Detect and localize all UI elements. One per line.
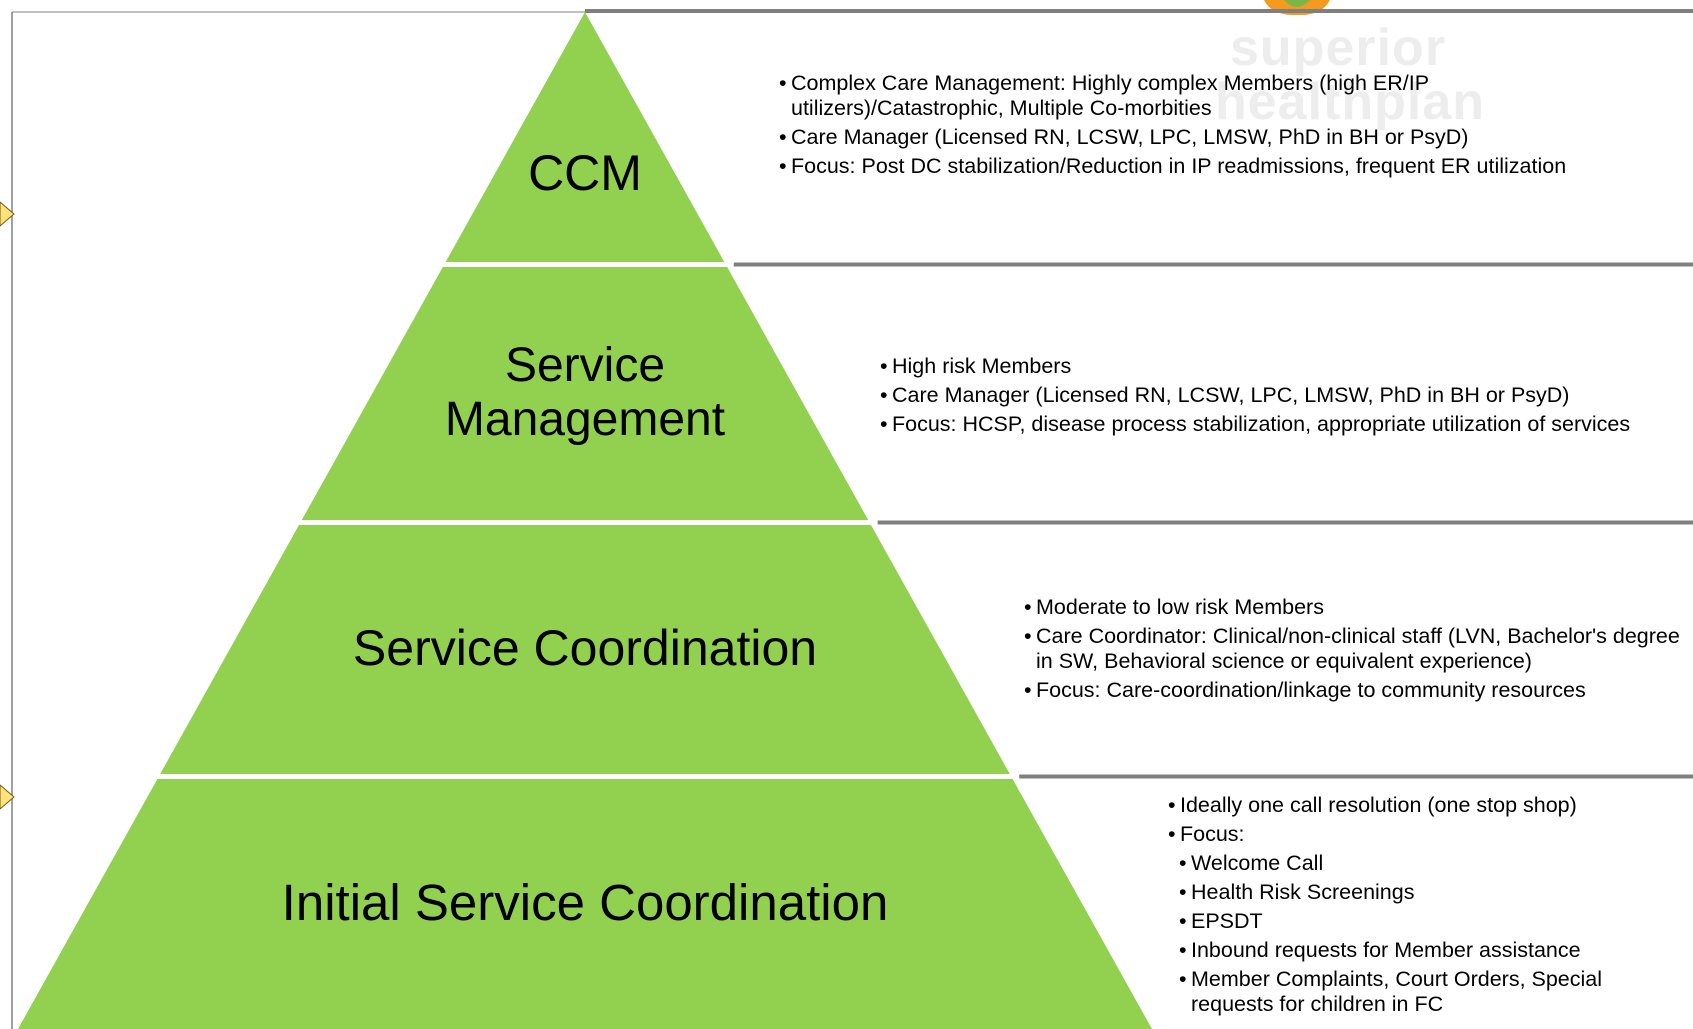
bullet-item: High risk Members (880, 354, 1680, 379)
tier-service-management-shape (301, 267, 869, 520)
bullet-item: Focus: HCSP, disease process stabilizati… (880, 412, 1680, 437)
bullet-item: Care Coordinator: Clinical/non-clinical … (1024, 624, 1684, 674)
tier-service-management-bullets: High risk MembersCare Manager (Licensed … (880, 354, 1680, 441)
tier-label-line: Management (444, 392, 726, 446)
tier-ccm-bullets: Complex Care Management: Highly complex … (779, 71, 1579, 183)
tier-service-coordination-bullets: Moderate to low risk MembersCare Coordin… (1024, 595, 1684, 707)
tier-label-line: Initial Service Coordination (281, 874, 889, 932)
arrow-tip-upper-icon (0, 201, 15, 227)
bullet-item: Focus: Post DC stabilization/Reduction i… (779, 154, 1579, 179)
tier-service-coordination-label: Service Coordination (135, 620, 1035, 676)
bullet-item: Ideally one call resolution (one stop sh… (1168, 793, 1668, 818)
tier-service-coordination-shape (160, 525, 1010, 774)
tier-initial-service-coordination-shape (18, 779, 1152, 1029)
sub-bullet-item: Welcome Call (1179, 851, 1668, 876)
bullet-item: Care Manager (Licensed RN, LCSW, LPC, LM… (779, 125, 1579, 150)
tier-label-line: Service Coordination (352, 620, 818, 676)
tier-label-line: Service (504, 339, 666, 393)
bullet-item: Focus: (1168, 822, 1668, 847)
tier-initial-service-coordination-label: Initial Service Coordination (135, 874, 1035, 931)
bullet-item: Care Manager (Licensed RN, LCSW, LPC, LM… (880, 383, 1680, 408)
logo-text-superior: superior (1230, 19, 1447, 77)
tier-ccm-label: CCM (135, 145, 1035, 201)
sub-bullet-item: Member Complaints, Court Orders, Special… (1179, 967, 1668, 1017)
tier-ccm-shape (445, 12, 725, 262)
bullet-item: Complex Care Management: Highly complex … (779, 71, 1579, 121)
arrow-tip-lower-icon (0, 784, 15, 810)
sub-bullet-item: Health Risk Screenings (1179, 880, 1668, 905)
tier-label-line: CCM (528, 145, 642, 201)
bullet-item: Focus: Care-coordination/linkage to comm… (1024, 678, 1684, 703)
bullet-item: Moderate to low risk Members (1024, 595, 1684, 620)
tier-initial-service-coordination-bullets: Ideally one call resolution (one stop sh… (1168, 793, 1668, 1021)
sub-bullet-item: EPSDT (1179, 909, 1668, 934)
sub-bullet-item: Inbound requests for Member assistance (1179, 938, 1668, 963)
